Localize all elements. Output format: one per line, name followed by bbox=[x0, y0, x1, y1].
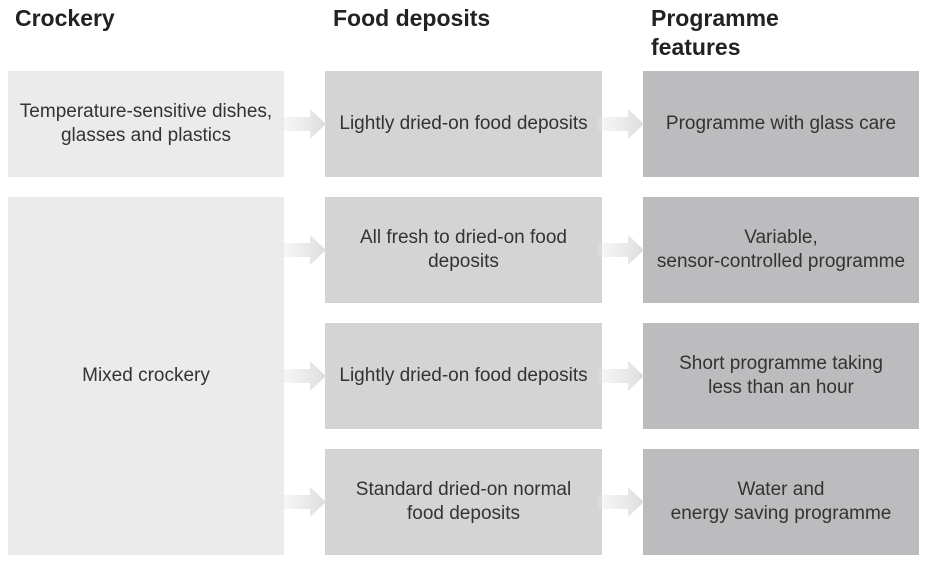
header-programme-features: Programme features bbox=[651, 4, 779, 62]
crockery-line1: Temperature-sensitive dishes, bbox=[19, 101, 273, 122]
programme-box-1: Programme with glass care bbox=[643, 71, 919, 177]
food-deposits-box-2: All fresh to dried-on food deposits bbox=[325, 197, 602, 303]
programme-line2: energy saving programme bbox=[670, 503, 892, 524]
header-crockery-text: Crockery bbox=[15, 5, 115, 31]
programme-line1: Water and bbox=[737, 479, 825, 500]
programme-line1: Variable, bbox=[744, 227, 818, 248]
programme-box-text: Short programme taking less than an hour bbox=[679, 352, 883, 400]
header-food-deposits-text: Food deposits bbox=[333, 5, 491, 31]
programme-line2: sensor-controlled programme bbox=[656, 251, 906, 272]
programme-box-4: Water and energy saving programme bbox=[643, 449, 919, 555]
crockery-line2: glasses and plastics bbox=[60, 125, 232, 146]
programme-box-3: Short programme taking less than an hour bbox=[643, 323, 919, 429]
food-deposits-line1: All fresh to dried-on food bbox=[359, 227, 567, 248]
programme-line2: less than an hour bbox=[708, 377, 854, 398]
header-food-deposits: Food deposits bbox=[333, 4, 490, 33]
food-deposits-box-4: Standard dried-on normal food deposits bbox=[325, 449, 602, 555]
arrow-right-icon bbox=[598, 235, 644, 265]
programme-box-text: Water and energy saving programme bbox=[671, 478, 892, 526]
arrow-right-icon bbox=[598, 109, 644, 139]
arrow-right-icon bbox=[280, 109, 326, 139]
food-deposits-line2: food deposits bbox=[406, 503, 521, 524]
food-deposits-line1: Standard dried-on normal bbox=[355, 479, 572, 500]
programme-line1: Short programme taking bbox=[679, 353, 883, 374]
crockery-box-text: Temperature-sensitive dishes, glasses an… bbox=[20, 100, 272, 148]
arrow-right-icon bbox=[280, 361, 326, 391]
arrow-right-icon bbox=[280, 235, 326, 265]
arrow-right-icon bbox=[280, 487, 326, 517]
food-deposits-box-3: Lightly dried-on food deposits bbox=[325, 323, 602, 429]
crockery-box-mixed: Mixed crockery bbox=[8, 197, 284, 555]
header-programme-features-line1: Programme bbox=[651, 5, 779, 31]
food-deposits-box-text: All fresh to dried-on food deposits bbox=[360, 226, 567, 274]
food-deposits-line1: Lightly dried-on food deposits bbox=[339, 365, 588, 386]
arrow-right-icon bbox=[598, 487, 644, 517]
header-programme-features-line2: features bbox=[651, 34, 741, 60]
food-deposits-box-text: Standard dried-on normal food deposits bbox=[356, 478, 571, 526]
food-deposits-line2: deposits bbox=[428, 251, 499, 272]
arrow-right-icon bbox=[598, 361, 644, 391]
food-deposits-box-1: Lightly dried-on food deposits bbox=[325, 71, 602, 177]
header-crockery: Crockery bbox=[15, 4, 115, 33]
programme-box-2: Variable, sensor-controlled programme bbox=[643, 197, 919, 303]
crockery-line1: Mixed crockery bbox=[82, 365, 210, 386]
crockery-box-temperature-sensitive: Temperature-sensitive dishes, glasses an… bbox=[8, 71, 284, 177]
programme-line1: Programme with glass care bbox=[665, 113, 897, 134]
food-deposits-line1: Lightly dried-on food deposits bbox=[339, 113, 588, 134]
programme-box-text: Variable, sensor-controlled programme bbox=[657, 226, 905, 274]
